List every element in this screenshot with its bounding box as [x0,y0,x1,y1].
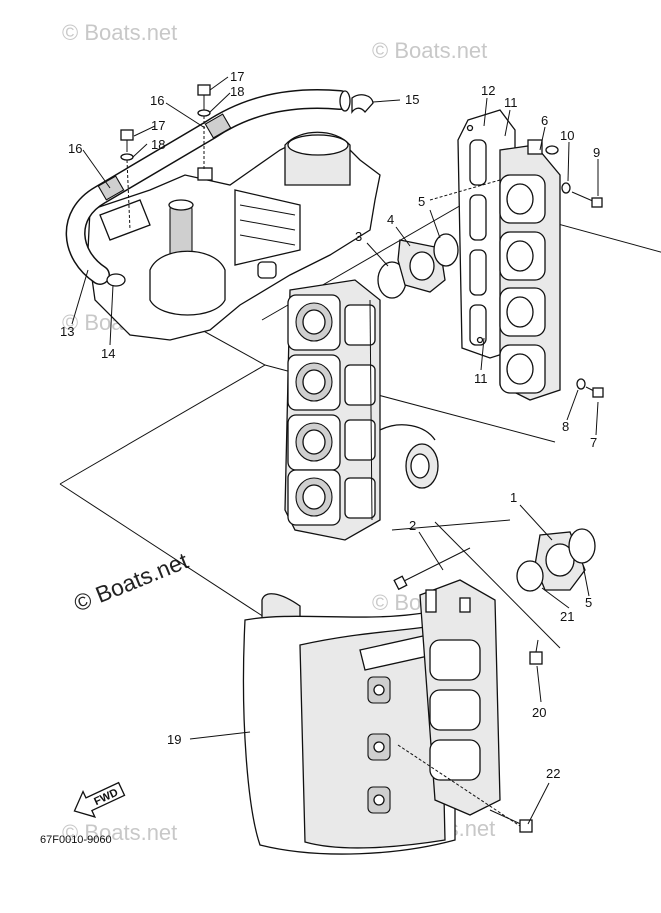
callout-17-upper: 17 [230,69,244,84]
callout-numbers: 1 2 3 4 5 5 6 7 8 9 10 11 11 12 13 14 15… [60,69,600,781]
leader-lines [71,76,599,825]
callout-5-lower: 5 [585,595,592,610]
intake-manifold-lower [419,579,501,816]
callout-7: 7 [590,435,597,450]
callout-15: 15 [405,92,419,107]
gaskets-upper [377,233,459,299]
callout-21: 21 [560,609,574,624]
callout-5-upper: 5 [418,194,425,209]
callout-3: 3 [355,229,362,244]
throttle-body [516,528,596,592]
callout-18-upper: 18 [230,84,244,99]
long-bolt-2 [393,547,471,591]
powerhead-block [87,131,381,341]
callout-6: 6 [541,113,548,128]
callout-10: 10 [560,128,574,143]
carburetor-assembly [284,279,439,541]
callout-18-left: 18 [151,137,165,152]
callout-19: 19 [167,732,181,747]
watermark-main: © Boats.net [70,547,192,616]
watermark-upper-right: © Boats.net [372,38,487,63]
callout-8: 8 [562,419,569,434]
callout-9: 9 [593,145,600,160]
hose-13 [65,89,351,285]
callout-20: 20 [532,705,546,720]
fwd-arrow-icon: FWD [73,781,126,818]
callout-2: 2 [409,518,416,533]
callout-4: 4 [387,212,394,227]
callout-17-left: 17 [151,118,165,133]
callout-16-upper: 16 [150,93,164,108]
fwd-label: FWD [92,787,120,808]
callout-13: 13 [60,324,74,339]
clamp-14 [106,273,126,287]
diagram-code: 67F0010-9060 [40,834,112,846]
callout-22: 22 [546,766,560,781]
callout-11-upper: 11 [504,95,518,110]
watermark-top: © Boats.net [62,20,177,45]
callout-12: 12 [481,83,495,98]
bolts-right [429,179,604,398]
clip-15 [351,94,374,114]
watermark-bottom-left: © Boats.net [62,820,177,845]
callout-1: 1 [510,490,517,505]
callout-14: 14 [101,346,115,361]
callout-11-lower: 11 [474,371,488,386]
intake-manifold-upper [499,139,561,401]
callout-16-left: 16 [68,141,82,156]
